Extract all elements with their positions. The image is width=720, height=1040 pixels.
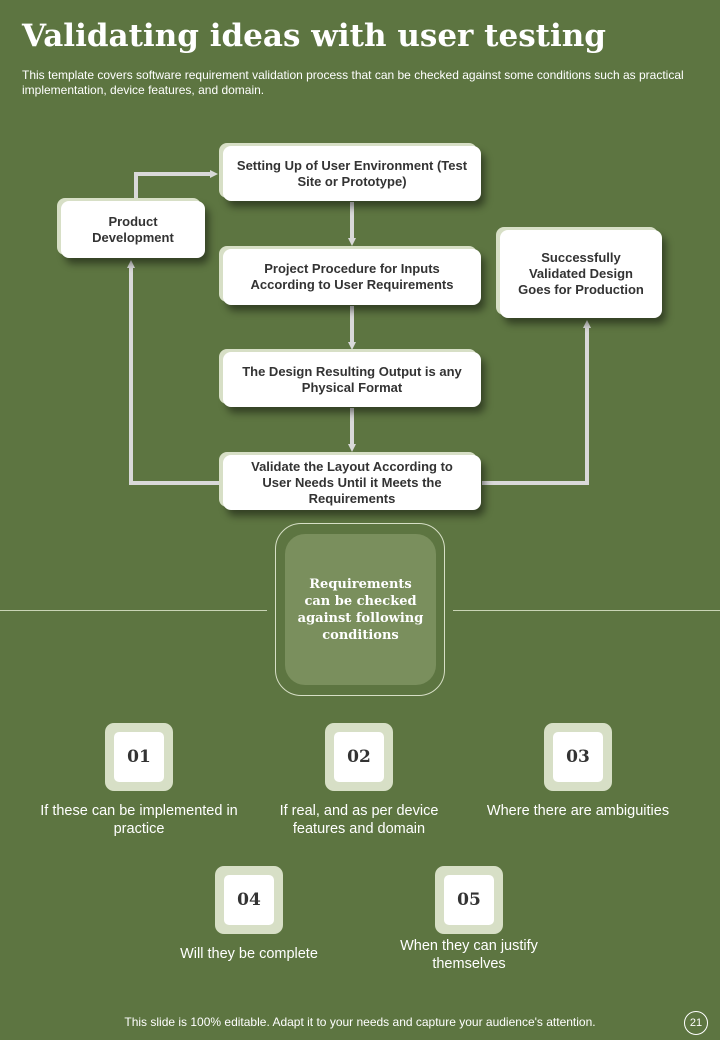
condition-badge-1: 01 xyxy=(105,723,173,791)
box-production-label: Successfully Validated Design Goes for P… xyxy=(518,250,644,297)
arrow-product-to-setup xyxy=(134,170,218,198)
box-setup-environment-label: Setting Up of User Environment (Test Sit… xyxy=(236,157,468,189)
condition-text-3: Where there are ambiguities xyxy=(486,803,670,819)
condition-badge-3: 03 xyxy=(544,723,612,791)
condition-number-5: 05 xyxy=(444,875,494,925)
footer-note: This slide is 100% editable. Adapt it to… xyxy=(124,1015,596,1029)
box-design-output: The Design Resulting Output is any Physi… xyxy=(223,352,481,407)
requirements-label: Requirements can be checked against foll… xyxy=(297,576,424,643)
condition-badge-2: 02 xyxy=(325,723,393,791)
divider-right xyxy=(453,610,720,611)
page-subtitle: This template covers software requiremen… xyxy=(22,68,684,97)
box-product-development-label: Product Development xyxy=(92,213,174,245)
requirements-box: Requirements can be checked against foll… xyxy=(285,534,436,685)
condition-number-1: 01 xyxy=(114,732,164,782)
divider-left xyxy=(0,610,267,611)
condition-text-5: When they can justify themselves xyxy=(400,938,538,972)
box-project-procedure-label: Project Procedure for Inputs According t… xyxy=(250,261,454,292)
box-design-output-label: The Design Resulting Output is any Physi… xyxy=(242,363,462,395)
condition-badge-5: 05 xyxy=(435,866,503,934)
condition-badge-4: 04 xyxy=(215,866,283,934)
page-title: Validating ideas with user testing xyxy=(22,18,606,54)
arrow-validate-to-production xyxy=(482,320,591,485)
box-validate-layout-label: Validate the Layout According to User Ne… xyxy=(251,458,453,506)
condition-number-3: 03 xyxy=(553,732,603,782)
condition-text-1: If these can be implemented in practice xyxy=(40,803,238,837)
box-product-development: Product Development xyxy=(61,201,205,258)
box-production: Successfully Validated Design Goes for P… xyxy=(500,230,662,318)
condition-text-2: If real, and as per device features and … xyxy=(279,803,439,837)
box-validate-layout: Validate the Layout According to User Ne… xyxy=(223,455,481,510)
requirements-frame xyxy=(275,523,445,696)
condition-number-2: 02 xyxy=(334,732,384,782)
box-setup-environment: Setting Up of User Environment (Test Sit… xyxy=(223,146,481,201)
page-number: 21 xyxy=(684,1011,708,1035)
flow-connectors xyxy=(127,170,591,485)
arrow-validate-to-product xyxy=(127,260,220,485)
condition-text-4: Will they be complete xyxy=(180,946,318,962)
condition-number-4: 04 xyxy=(224,875,274,925)
box-project-procedure: Project Procedure for Inputs According t… xyxy=(223,249,481,305)
